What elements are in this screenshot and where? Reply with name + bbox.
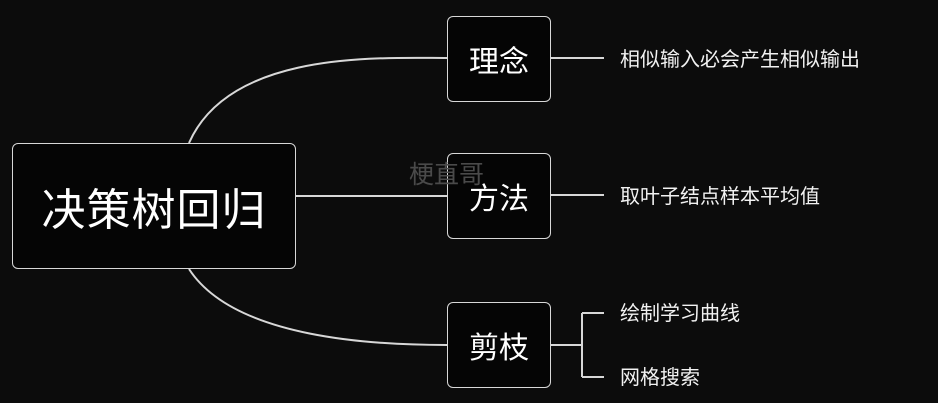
- leaf-pruning-grid-search: 网格搜索: [620, 365, 700, 389]
- connector-pruning-to-leaves: [551, 312, 604, 378]
- connector-root-to-concept: [188, 56, 448, 144]
- leaf-pruning-learning-curve: 绘制学习曲线: [620, 301, 740, 325]
- branch-node-pruning: 剪枝: [447, 302, 551, 388]
- connector-root-to-pruning: [188, 268, 448, 346]
- branch-node-method: 方法: [447, 153, 551, 239]
- branch-node-concept: 理念: [447, 16, 551, 102]
- watermark-text: 梗直哥: [409, 160, 485, 189]
- leaf-concept-similar-input-output: 相似输入必会产生相似输出: [620, 47, 860, 71]
- leaf-method-leaf-mean: 取叶子结点样本平均值: [620, 184, 820, 208]
- root-node: 决策树回归: [12, 143, 296, 269]
